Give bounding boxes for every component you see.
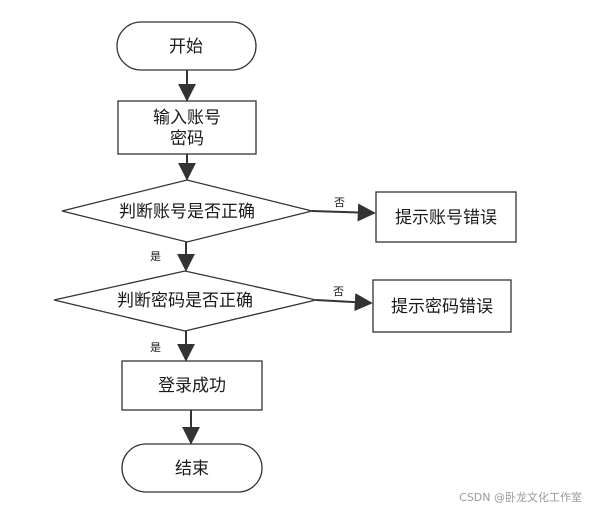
- edge-label-account-no: 否: [334, 196, 345, 209]
- password-error-label: 提示密码错误: [391, 297, 493, 317]
- login-success-node: 登录成功: [121, 360, 263, 411]
- input-node: 输入账号 密码: [117, 100, 257, 155]
- end-node-label: 结束: [175, 459, 209, 479]
- edge-label-password-yes: 是: [150, 341, 161, 354]
- password-error-node: 提示密码错误: [372, 279, 512, 333]
- input-node-label-line1: 输入账号: [153, 108, 221, 128]
- password-check-label: 判断密码是否正确: [117, 291, 253, 311]
- password-check-decision: 判断密码是否正确: [53, 270, 317, 332]
- input-node-label-line2: 密码: [170, 129, 204, 149]
- arrow-account-no: [311, 203, 376, 222]
- start-node: 开始: [116, 21, 257, 71]
- csdn-watermark: CSDN @卧龙文化工作室: [459, 491, 582, 504]
- account-check-label: 判断账号是否正确: [119, 202, 255, 222]
- arrow-password-no: [315, 293, 373, 312]
- edge-label-password-no: 否: [333, 285, 344, 298]
- login-success-label: 登录成功: [158, 376, 226, 396]
- edge-label-account-yes: 是: [150, 250, 161, 263]
- account-error-label: 提示账号错误: [395, 208, 497, 228]
- account-check-decision: 判断账号是否正确: [61, 179, 313, 243]
- start-node-label: 开始: [169, 37, 203, 57]
- account-error-node: 提示账号错误: [375, 191, 517, 243]
- end-node: 结束: [121, 443, 263, 493]
